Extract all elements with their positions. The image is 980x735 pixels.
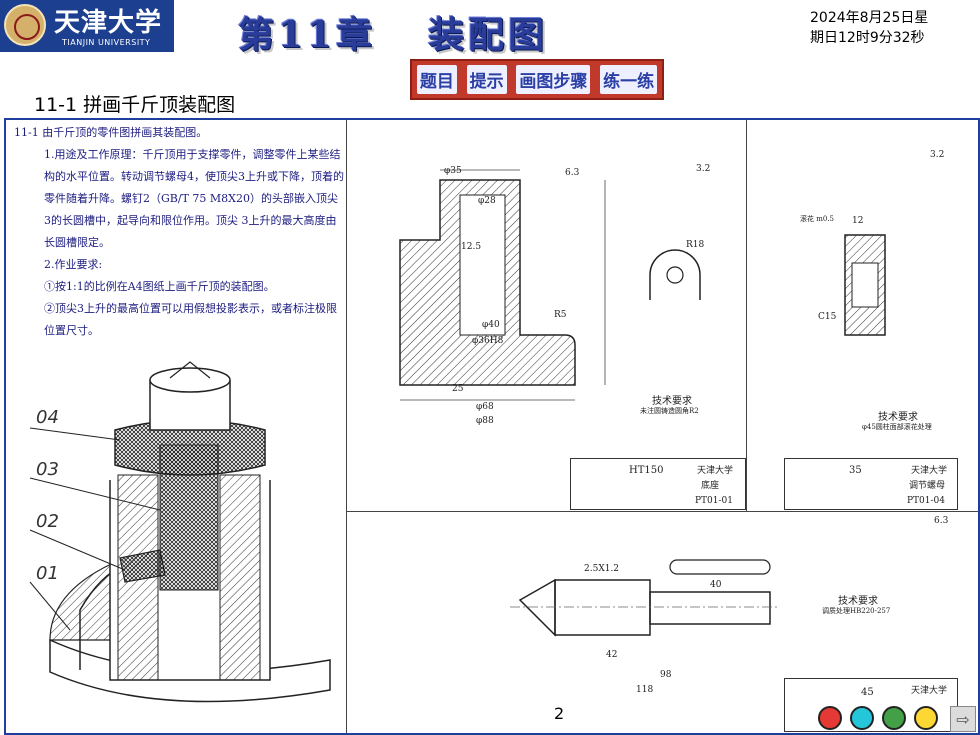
datetime-line-2: 期日12时9分32秒 xyxy=(810,30,925,46)
part1-dim-9: φ88 xyxy=(476,416,494,426)
part1-dim-0: φ35 xyxy=(444,166,462,176)
part4-dim-4: C15 xyxy=(818,312,837,322)
nav-item-practice[interactable]: 练一练 xyxy=(600,65,658,94)
part3-tech-text: 调质处理HB220-257 xyxy=(822,607,891,615)
next-arrow-icon[interactable]: ⇨ xyxy=(950,706,976,732)
part4-name: 调节螺母 xyxy=(909,481,946,491)
part1-base-drawing xyxy=(399,169,606,401)
part4-tech-text: φ45圆柱面部滚花处理 xyxy=(862,423,932,431)
part4-nut-drawing xyxy=(844,234,886,336)
label-02: 02 xyxy=(36,511,59,532)
part3-material: 45 xyxy=(861,687,874,698)
nav-button-yellow[interactable] xyxy=(914,706,938,730)
chapter-number: 第11章 xyxy=(238,14,377,56)
label-04: 04 xyxy=(36,407,59,428)
part3-tech-title: 技术要求 xyxy=(838,596,878,607)
part4-material: 35 xyxy=(849,465,862,476)
nav-button-cyan[interactable] xyxy=(850,706,874,730)
slide-title: 11-1 拼画千斤顶装配图 xyxy=(34,94,236,116)
frame-divider-h1 xyxy=(346,511,978,512)
part3-school: 天津大学 xyxy=(911,686,948,696)
part1-dim-7: φ36H8 xyxy=(472,336,504,346)
task-para-4: ②顶尖3上升的最高位置可以用假想投影表示，或者标注极限位置尺寸。 xyxy=(44,302,337,337)
nav-item-hint[interactable]: 提示 xyxy=(466,65,507,94)
task-para-1: 1.用途及工作原理：千斤顶用于支撑零件，调整零件上某些结构的水平位置。转动调节螺… xyxy=(44,148,344,249)
section-nav: 题目 提示 画图步骤 练一练 xyxy=(410,59,664,100)
part3-dim-3: 42 xyxy=(606,650,618,660)
part4-dim-1: 12 xyxy=(852,216,864,226)
part3-dim-10: 6.3 xyxy=(934,516,949,526)
part1-side-view xyxy=(649,249,701,300)
part1-dim-4: R18 xyxy=(686,240,705,250)
part3-dim-2: 40 xyxy=(710,580,722,590)
nav-item-problem[interactable]: 题目 xyxy=(416,65,457,94)
part4-dim-6: 3.2 xyxy=(930,150,945,160)
nav-button-green[interactable] xyxy=(882,706,906,730)
nav-button-red[interactable] xyxy=(818,706,842,730)
nav-item-steps[interactable]: 画图步骤 xyxy=(516,65,591,94)
part3-dim-0: 2.5X1.2 xyxy=(584,564,620,574)
assembly-drawing xyxy=(29,361,331,703)
part1-dim-6: φ40 xyxy=(482,320,500,330)
logo-text-en: TIANJIN UNIVERSITY xyxy=(62,38,151,47)
frame-divider-v2 xyxy=(746,120,747,512)
task-description: 11-1 由千斤顶的零件图拼画其装配图。 1.用途及工作原理：千斤顶用于支撑零件… xyxy=(14,122,344,342)
part1-code: PT01-01 xyxy=(695,496,734,506)
part1-tech-title: 技术要求 xyxy=(652,396,692,407)
part1-dim-10: 25 xyxy=(452,384,464,394)
part4-school: 天津大学 xyxy=(911,466,948,476)
part1-dim-15: 6.3 xyxy=(565,168,580,178)
university-logo: 天津大学 TIANJIN UNIVERSITY xyxy=(0,0,174,52)
part1-school: 天津大学 xyxy=(697,466,734,476)
logo-text-cn: 天津大学 xyxy=(54,8,163,38)
part1-dim-5: R5 xyxy=(554,310,567,320)
frame-divider-v1 xyxy=(346,120,347,733)
label-01: 01 xyxy=(36,563,59,584)
datetime-line-1: 2024年8月25日星 xyxy=(810,10,929,26)
part4-tech-title: 技术要求 xyxy=(878,412,918,423)
chapter-title: 第11章 装配图 xyxy=(238,10,746,56)
part3-dim-5: 118 xyxy=(636,685,654,695)
part4-code: PT01-04 xyxy=(907,496,946,506)
part4-title-block: 35 天津大学 调节螺母 PT01-04 xyxy=(784,458,958,510)
part1-tech-text: 未注圆铸造圆角R2 xyxy=(640,407,699,415)
datetime-display: 2024年8月25日星 期日12时9分32秒 xyxy=(810,8,970,48)
task-para-2: 2.作业要求: xyxy=(44,258,103,271)
chapter-name: 装配图 xyxy=(428,14,549,56)
seal-icon xyxy=(4,4,46,46)
part1-dim-1: φ28 xyxy=(478,196,496,206)
task-heading: 11-1 由千斤顶的零件图拼画其装配图。 xyxy=(14,126,208,139)
part3-spindle-drawing xyxy=(510,559,780,637)
part1-title-block: HT150 天津大学 底座 PT01-01 xyxy=(570,458,746,510)
part3-dim-4: 98 xyxy=(660,670,672,680)
part4-dim-0: 滚花 m0.5 xyxy=(800,215,834,223)
label-03: 03 xyxy=(36,459,59,480)
part1-dim-16: 3.2 xyxy=(696,164,711,174)
part1-dim-8: φ68 xyxy=(476,402,494,412)
part1-name: 底座 xyxy=(701,481,720,491)
task-para-3: ①按1:1的比例在A4图纸上画千斤顶的装配图。 xyxy=(44,280,275,293)
part1-dim-2: 12.5 xyxy=(461,242,482,252)
part1-material: HT150 xyxy=(629,465,664,476)
page-number: 2 xyxy=(554,704,565,723)
